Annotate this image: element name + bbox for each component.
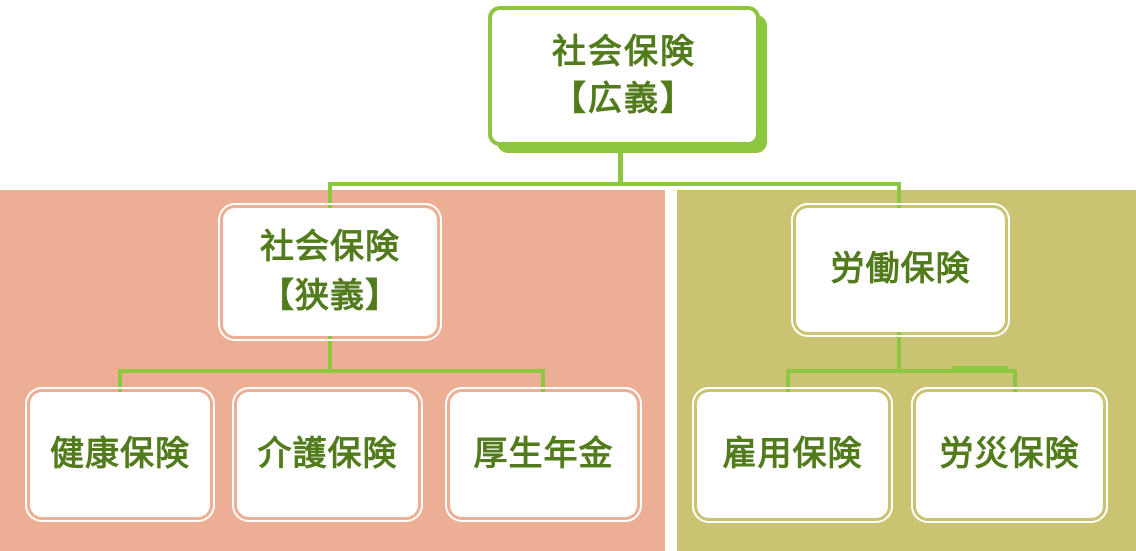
connector-left-stub-2	[541, 369, 545, 393]
connector-right-parent-vertical	[897, 332, 901, 373]
connector-right-parent-drop	[897, 182, 901, 209]
root-label-line1: 社会保険	[552, 32, 696, 71]
node-label: 労災保険	[939, 435, 1080, 474]
node-label-line1: 社会保険	[260, 227, 400, 266]
node-nursing-care-insurance: 介護保険	[232, 387, 423, 522]
connector-root-vertical	[618, 150, 623, 186]
node-label: 厚生年金	[473, 434, 614, 473]
root-node-social-insurance-broad: 社会保険 【広義】	[488, 6, 760, 146]
connector-right-stub-1	[786, 369, 790, 393]
node-employee-pension: 厚生年金	[445, 387, 642, 522]
connector-root-horizontal	[328, 182, 901, 186]
connector-right-stub-2	[1013, 369, 1017, 393]
connector-left-parent-drop	[328, 182, 332, 209]
connector-right-bracket-overlap	[952, 366, 1008, 370]
connector-right-bracket	[786, 369, 1017, 373]
root-label-line2: 【広義】	[552, 80, 696, 118]
node-social-insurance-narrow: 社会保険 【狭義】	[218, 203, 442, 341]
node-health-insurance: 健康保険	[25, 387, 215, 522]
node-labor-insurance: 労働保険	[791, 203, 1010, 337]
node-label: 介護保険	[257, 434, 398, 473]
connector-left-parent-vertical	[328, 336, 332, 373]
node-label: 雇用保険	[722, 435, 863, 474]
node-label: 健康保険	[50, 434, 190, 473]
node-workers-accident-insurance: 労災保険	[911, 387, 1108, 523]
connector-left-bracket	[118, 369, 545, 373]
node-label-line2: 【狭義】	[260, 277, 400, 315]
node-label: 労働保険	[830, 250, 971, 289]
node-employment-insurance: 雇用保険	[692, 387, 893, 523]
connector-left-stub-1	[118, 369, 122, 393]
